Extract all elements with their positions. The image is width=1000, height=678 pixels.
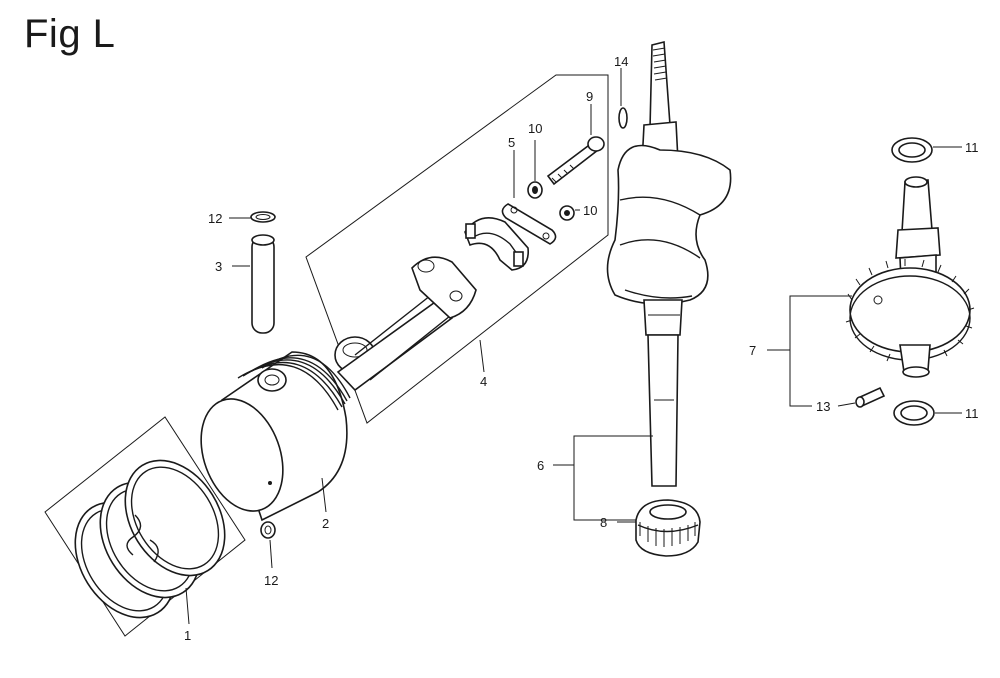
callout-13: 13 (816, 399, 830, 414)
callout-2: 2 (322, 516, 329, 531)
piston-ring-set (44, 416, 246, 637)
connecting-rod-assembly-frame (305, 74, 609, 424)
piston-pin-clip-lower (260, 521, 276, 539)
camshaft-washer-lower (893, 400, 935, 426)
callout-4: 4 (480, 374, 487, 389)
piston-pin (251, 234, 275, 334)
callout-5: 5 (508, 135, 515, 150)
crankshaft (606, 40, 732, 487)
rod-cap (464, 216, 529, 271)
callout-14: 14 (614, 54, 628, 69)
rod-lock-plate (501, 203, 557, 245)
callout-9: 9 (586, 89, 593, 104)
cam-gear (845, 259, 975, 378)
camshaft-washer-upper (891, 137, 933, 163)
crankshaft-timing-gear (635, 499, 701, 557)
callout-10-upper: 10 (528, 121, 542, 136)
callout-3: 3 (215, 259, 222, 274)
rod-nut-lower (559, 205, 575, 221)
callout-11-upper: 11 (965, 140, 979, 155)
callout-12-lower: 12 (264, 573, 278, 588)
rod-bolt (546, 136, 605, 186)
woodruff-key (618, 107, 628, 129)
callout-1: 1 (184, 628, 191, 643)
callout-12-upper: 12 (208, 211, 222, 226)
bracket-6-8 (573, 435, 653, 521)
rod-nut-upper (527, 181, 543, 199)
callout-6: 6 (537, 458, 544, 473)
callout-10-lower: 10 (583, 203, 597, 218)
cam-pin (855, 386, 886, 408)
figure-title: Fig L (24, 12, 116, 56)
callout-7: 7 (749, 343, 756, 358)
bracket-7 (789, 295, 852, 407)
connecting-rod (334, 256, 477, 392)
piston-pin-clip-upper (250, 211, 276, 223)
piston (200, 351, 351, 522)
callout-11-lower: 11 (965, 406, 979, 421)
callout-8: 8 (600, 515, 607, 530)
